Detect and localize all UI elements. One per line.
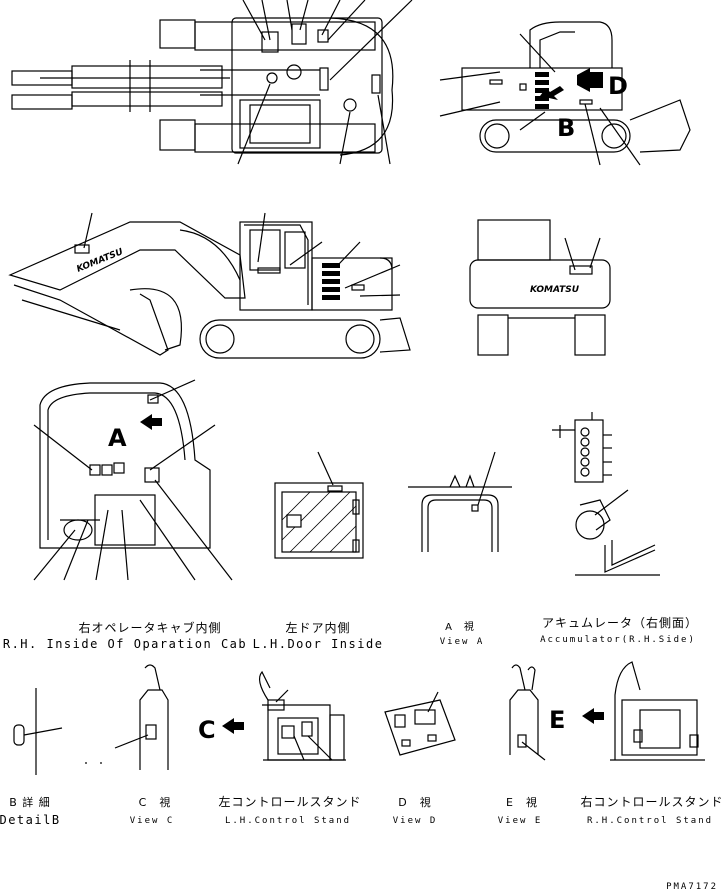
side-view-lh xyxy=(8,212,411,359)
caption-view-e-jp: E 視 xyxy=(506,795,538,809)
caption-view-d-en: View D xyxy=(393,816,438,826)
arrow-c-icon xyxy=(222,718,244,734)
caption-lh-door-jp: 左ドア内側 xyxy=(285,620,350,635)
top-view-plan xyxy=(11,0,413,165)
arrow-a-icon xyxy=(140,414,162,430)
caption-lh-door-en: L.H.Door Inside xyxy=(253,637,384,651)
view-e xyxy=(509,664,546,761)
caption-view-c-en: View C xyxy=(130,816,175,826)
lh-door-inside xyxy=(274,451,364,559)
caption-rh-cab-jp: 右オペレータキャブ内側 xyxy=(78,620,221,635)
arrow-e-icon xyxy=(582,708,604,724)
caption-detail-b-jp: B 詳 細 xyxy=(9,795,51,809)
caption-view-e-en: View E xyxy=(498,816,543,826)
view-a-detail xyxy=(408,451,512,552)
caption-rh-stand-en: R.H.Control Stand xyxy=(587,816,713,826)
caption-lh-stand-en: L.H.Control Stand xyxy=(225,816,351,826)
caption-view-a-jp: A 視 xyxy=(445,620,475,633)
callout-d-top: D xyxy=(608,72,628,100)
caption-view-a-en: View A xyxy=(440,637,485,647)
caption-rh-cab-en: R.H. Inside Of Oparation Cab xyxy=(3,637,247,651)
caption-view-c-jp: C 視 xyxy=(139,795,172,809)
caption-view-d-jp: D 視 xyxy=(398,795,431,809)
arrow-b-icon xyxy=(540,86,564,100)
caption-detail-b-en: DetailB xyxy=(0,813,61,827)
caption-lh-stand-jp: 左コントロールスタンド xyxy=(218,794,361,809)
rear-view xyxy=(469,219,611,356)
callout-a: A xyxy=(108,424,127,452)
rh-inside-cab xyxy=(33,379,233,581)
side-view-rh xyxy=(439,21,691,166)
caption-accumulator-en: Accumulator(R.H.Side) xyxy=(540,635,696,645)
rear-komatsu-logo: KOMATSU xyxy=(530,285,580,295)
detail-b xyxy=(13,688,102,775)
callout-b-top: B xyxy=(557,114,575,142)
callout-c: C xyxy=(198,716,216,744)
rh-control-stand xyxy=(582,661,705,761)
caption-rh-stand-jp: 右コントロールスタンド xyxy=(580,794,722,809)
arrow-d-icon xyxy=(577,68,603,92)
drawing-number: PMA7172 xyxy=(666,882,718,892)
callout-e: E xyxy=(549,706,565,734)
lh-control-stand xyxy=(222,670,346,761)
caption-accumulator-jp: アキュムレータ（右側面） xyxy=(542,615,698,630)
view-c xyxy=(114,664,169,770)
accumulator-rh-side xyxy=(552,412,660,576)
view-d xyxy=(384,691,456,756)
